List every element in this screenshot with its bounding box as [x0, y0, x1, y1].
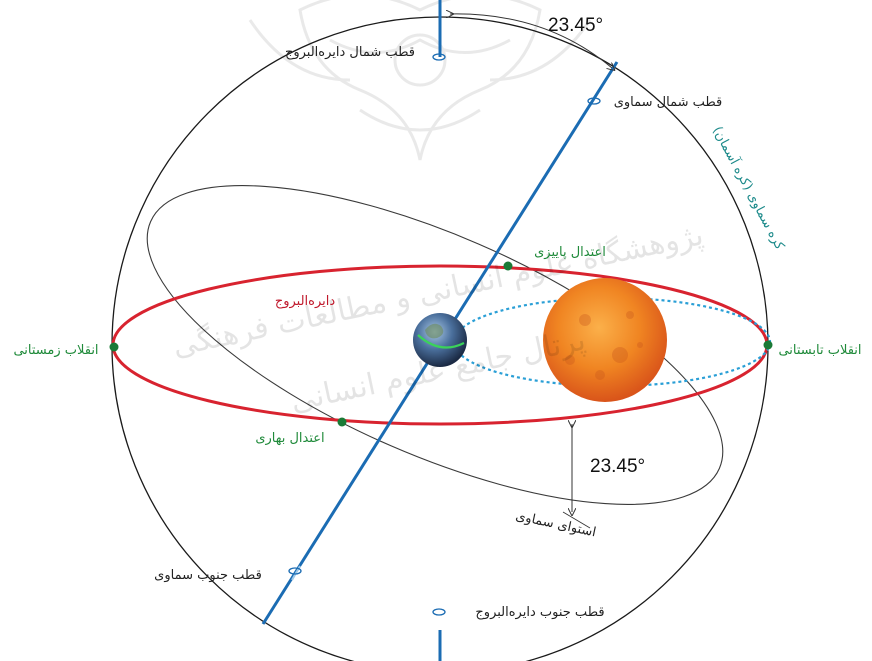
winter-solstice-point — [109, 342, 119, 352]
autumn-equinox-label: اعتدال پاییزی — [534, 245, 606, 260]
ecliptic-south-pole-label: قطب جنوب دایره‌البروج — [475, 605, 604, 620]
celestial-south-pole-marker — [288, 567, 302, 575]
right-angle-label: 23.45° — [590, 456, 645, 477]
ecliptic-north-pole-marker — [432, 53, 446, 61]
celestial-south-pole-label: قطب جنوب سماوی — [154, 568, 262, 583]
summer-solstice-label: انقلاب تابستانی — [778, 343, 861, 358]
earth — [413, 313, 467, 367]
earth-equator-band — [417, 334, 465, 349]
watermark-ornament — [248, 0, 592, 161]
earth-land — [425, 323, 444, 339]
ecliptic-south-pole-marker — [432, 608, 446, 616]
sun — [543, 278, 667, 402]
top-angle-label: 23.45° — [548, 15, 603, 36]
top-angle-arc — [450, 14, 612, 68]
winter-solstice-label: انقلاب زمستانی — [13, 343, 98, 358]
ecliptic-label: دایره‌البروج — [275, 294, 336, 309]
equator-label-leader — [562, 511, 591, 529]
summer-solstice-point — [763, 340, 773, 350]
autumn-equinox-point — [503, 261, 513, 271]
celestial-equator-ellipse — [146, 185, 724, 505]
ecliptic-north-pole-label: قطب شمال دایره‌البروج — [285, 45, 415, 60]
celestial-equator-label: استوای سماوی — [514, 509, 597, 541]
celestial-north-pole-label: قطب شمال سماوی — [614, 95, 723, 110]
sun-texture — [565, 311, 643, 380]
spring-equinox-point — [337, 417, 347, 427]
celestial-north-pole-marker — [587, 97, 601, 105]
spring-equinox-label: اعتدال بهاری — [255, 431, 324, 446]
